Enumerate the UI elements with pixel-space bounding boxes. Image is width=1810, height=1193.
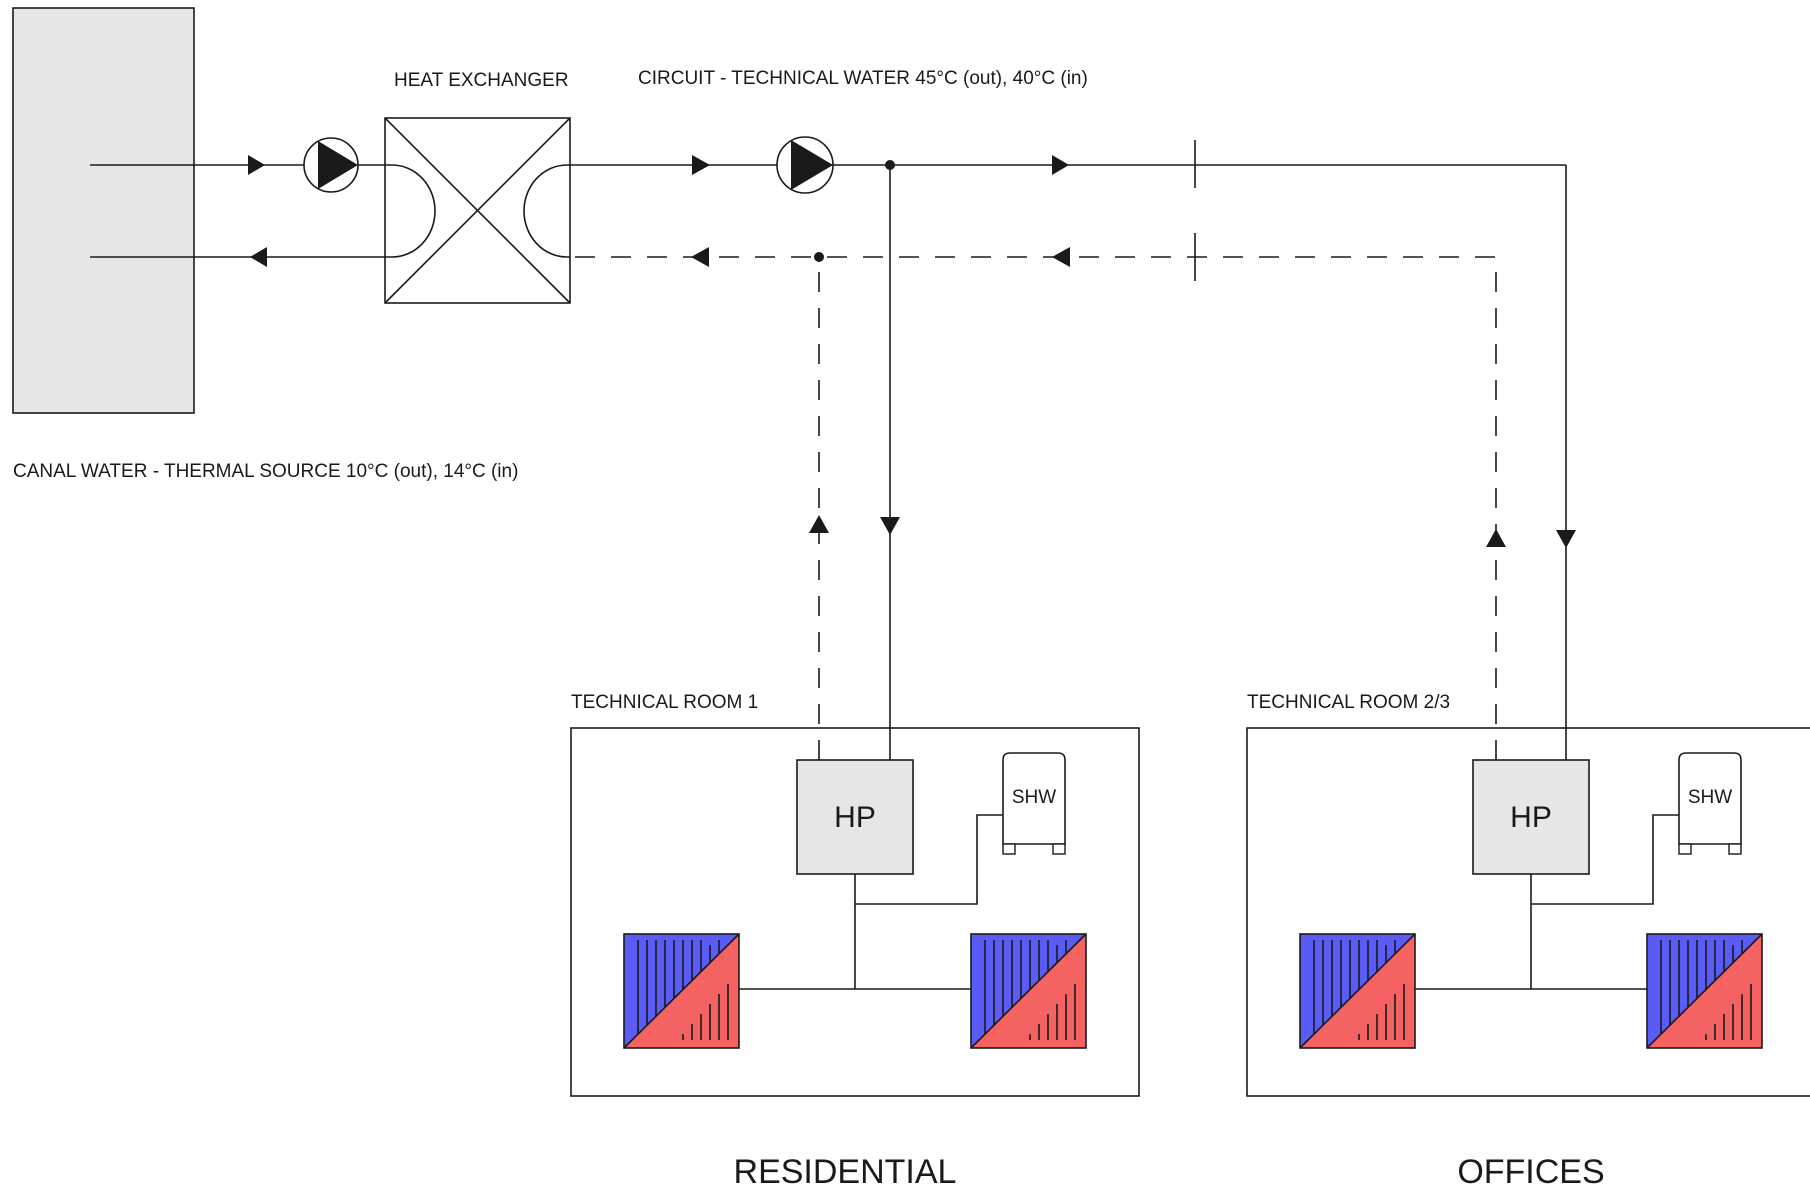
flow-arrow-source-supply	[248, 155, 265, 175]
flow-arrow-return-1	[1052, 247, 1070, 267]
technical-room-1-label: TECHNICAL ROOM 1	[571, 692, 758, 713]
flow-arrow-offices-return	[1486, 529, 1506, 547]
circuit-label: CIRCUIT - TECHNICAL WATER 45°C (out), 40…	[638, 68, 1088, 89]
flow-arrow-supply-1	[692, 155, 710, 175]
shw-tank-1-label: SHW	[1012, 787, 1056, 808]
flow-arrow-offices-supply	[1556, 530, 1576, 548]
room-2-piping	[1415, 814, 1679, 990]
shw-tank-2-label: SHW	[1688, 787, 1732, 808]
heat-pump-2-label: HP	[1510, 801, 1552, 834]
radiator-1b-icon	[970, 933, 1087, 1049]
heat-pump-1	[796, 759, 914, 875]
flow-arrow-residential-return	[809, 515, 829, 533]
residential-label: RESIDENTIAL	[734, 1153, 957, 1191]
heat-exchanger-label: HEAT EXCHANGER	[394, 70, 569, 91]
shw-tank-2-icon	[1678, 752, 1742, 855]
circuit-pump-icon	[776, 136, 834, 194]
source-pump-icon	[303, 137, 359, 193]
flow-arrow-source-return	[250, 247, 267, 267]
flow-arrow-supply-2	[1052, 155, 1069, 175]
flow-arrow-return-2	[691, 247, 709, 267]
canal-water-source	[12, 7, 195, 414]
technical-return-line	[570, 256, 1497, 760]
radiator-2a-icon	[1299, 933, 1416, 1049]
radiator-1a-icon	[623, 933, 740, 1049]
offices-label: OFFICES	[1457, 1153, 1604, 1191]
flow-arrow-residential-supply	[880, 517, 900, 535]
canal-water-label: CANAL WATER - THERMAL SOURCE 10°C (out),…	[13, 461, 518, 482]
room-1-piping	[739, 814, 1003, 990]
return-junction	[814, 252, 824, 262]
heat-pump-1-label: HP	[834, 801, 876, 834]
technical-room-1	[570, 727, 1140, 1097]
heat-exchanger-icon	[384, 117, 571, 304]
heat-pump-2	[1472, 759, 1590, 875]
shw-tank-1-icon	[1002, 752, 1066, 855]
technical-room-2	[1246, 727, 1810, 1097]
radiator-2b-icon	[1646, 933, 1763, 1049]
technical-room-2-label: TECHNICAL ROOM 2/3	[1247, 692, 1450, 713]
